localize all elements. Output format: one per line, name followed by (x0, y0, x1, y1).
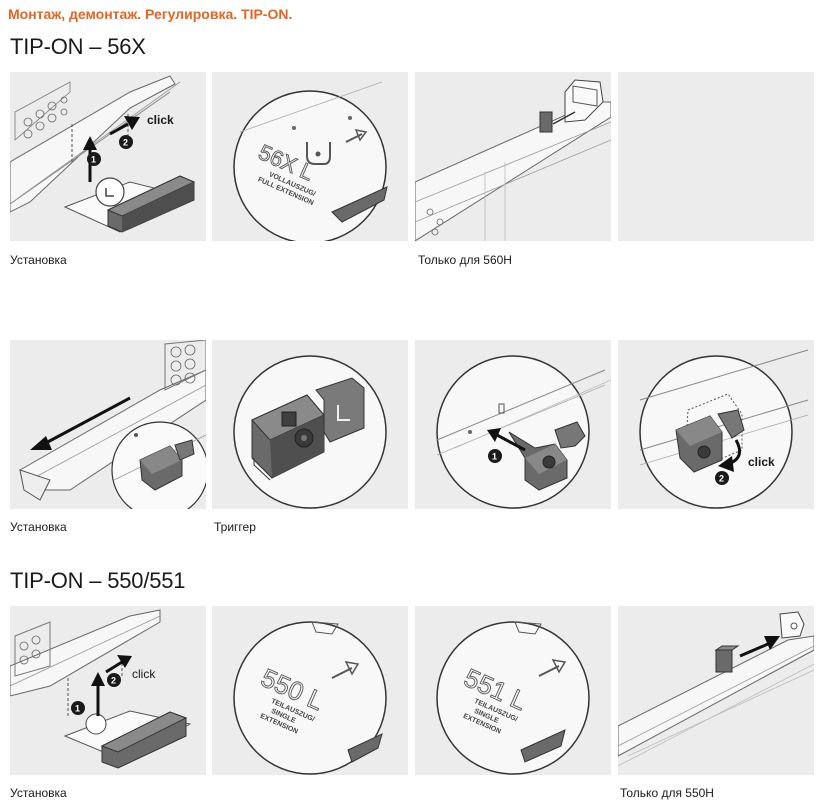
stamp-551-drawing: 551 L TEILAUSZUG/ SINGLE EXTENSION (436, 621, 590, 775)
step-number-1: 1 (91, 155, 96, 165)
caption-installation-56x: Установка (10, 253, 67, 267)
step-number-2-550: 2 (111, 676, 116, 686)
illustration-empty (618, 72, 814, 241)
caption-installation-550: Установка (10, 786, 67, 800)
stamp-550-drawing: 550 L TEILAUSZUG/ SINGLE EXTENSION (233, 621, 387, 775)
step-number-2: 2 (123, 138, 128, 148)
caption-550h: Только для 550H (620, 786, 714, 800)
illustration-550h (618, 606, 814, 775)
section-title-550-551: TIP-ON – 550/551 (10, 568, 186, 593)
stamp-56x-drawing: 56X L VOLLAUSZUG/ FULL EXTENSION (233, 81, 388, 241)
illustration-trigger (212, 340, 408, 509)
section-title-56x: TIP-ON – 56X (10, 34, 146, 59)
illustration-trigger-click: 2 click (618, 340, 814, 509)
illustration-trigger-mount: 1 (415, 340, 611, 509)
550h-drawing (618, 611, 814, 767)
page-header: Монтаж, демонтаж. Регулировка. TIP-ON. (8, 6, 293, 22)
installation-550-drawing: 1 2 click (10, 609, 192, 769)
click-label-550: click (132, 667, 156, 681)
illustration-560h (415, 72, 611, 241)
installation-56x-drawing: 1 2 click (10, 75, 196, 233)
caption-installation-trigger: Установка (10, 520, 67, 534)
illustration-stamp-551: 551 L TEILAUSZUG/ SINGLE EXTENSION (415, 606, 611, 775)
illustration-installation-56x: 1 2 click (10, 72, 206, 241)
trigger-mount-drawing: 1 (436, 355, 611, 509)
click-label-trigger: click (748, 455, 775, 469)
illustration-stamp-550: 550 L TEILAUSZUG/ SINGLE EXTENSION (212, 606, 408, 775)
step-number-1-trigger: 1 (492, 452, 497, 462)
step-number-2-trigger: 2 (719, 474, 724, 484)
560h-drawing (415, 79, 611, 241)
illustration-installation-550: 1 2 click (10, 606, 206, 775)
trigger-drawing (233, 355, 387, 509)
caption-trigger: Триггер (214, 520, 256, 534)
trigger-click-drawing: 2 click (639, 349, 809, 509)
step-number-1-550: 1 (75, 704, 80, 714)
illustration-stamp-56x: 56X L VOLLAUSZUG/ FULL EXTENSION (212, 72, 408, 241)
click-label: click (147, 113, 174, 127)
illustration-trigger-installation (10, 340, 206, 509)
trigger-installation-drawing (19, 340, 206, 509)
caption-560h: Только для 560H (418, 253, 512, 267)
